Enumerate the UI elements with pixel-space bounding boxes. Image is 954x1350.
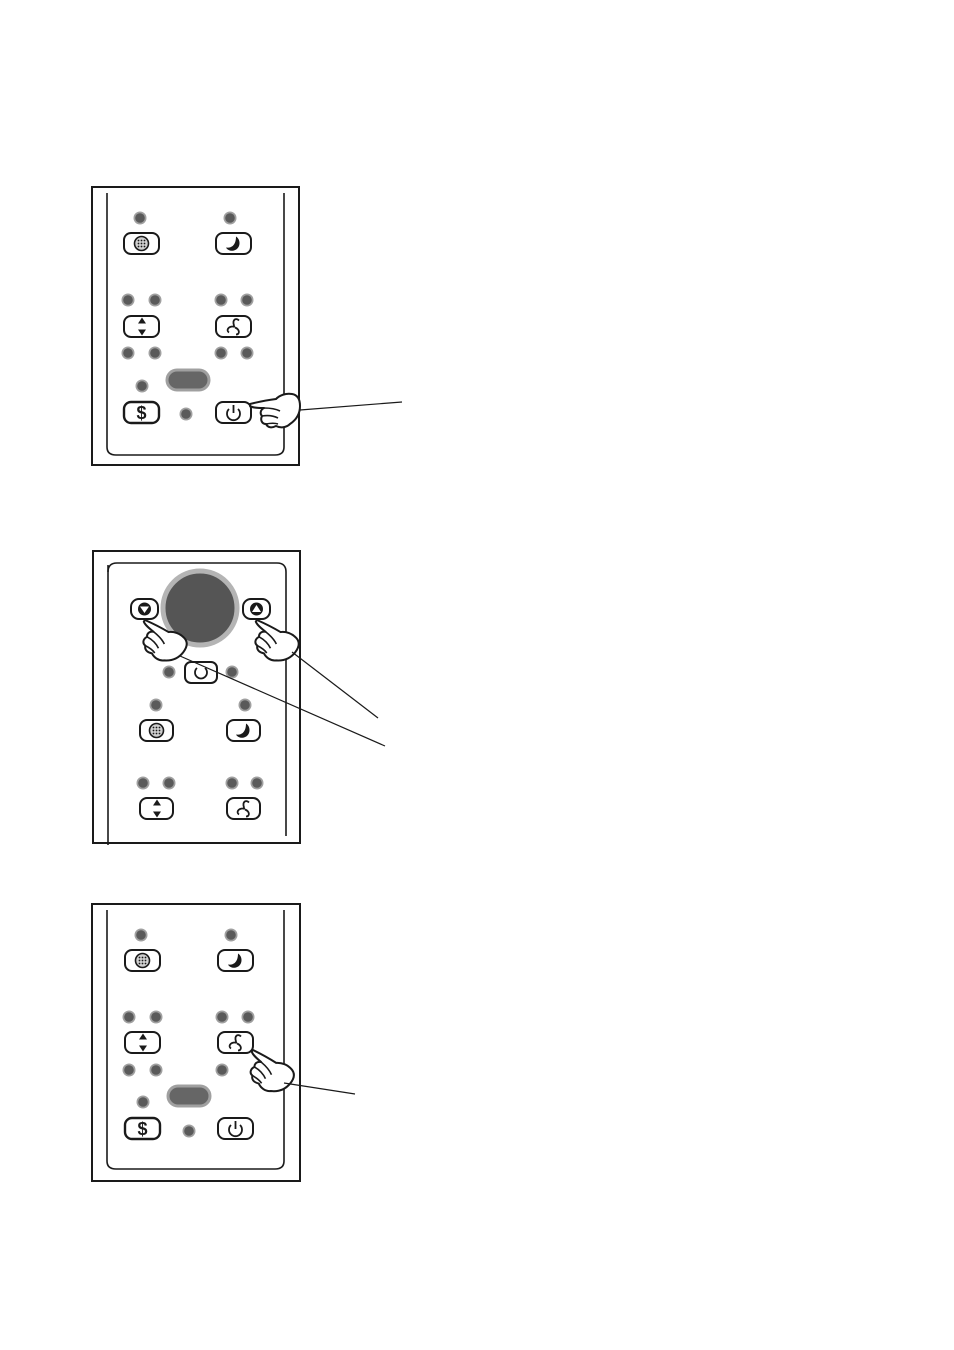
filter-icon <box>150 724 164 738</box>
temp-up-button[interactable] <box>243 599 270 619</box>
swing-led-4 <box>149 347 162 360</box>
swing-led-2 <box>149 294 162 307</box>
sleep-led <box>239 699 252 712</box>
control-panel-temperature <box>0 480 954 880</box>
swing-led-3 <box>123 1064 136 1077</box>
fan-led-2 <box>242 1011 255 1024</box>
swing-button[interactable] <box>125 1032 160 1053</box>
display-window <box>167 370 209 390</box>
fan-led-4 <box>241 347 254 360</box>
callout-line <box>292 652 378 718</box>
swing-led-4 <box>150 1064 163 1077</box>
fan-led-3 <box>216 1064 229 1077</box>
timer-led-1 <box>163 666 176 679</box>
filter-button[interactable] <box>125 950 160 971</box>
sleep-led <box>224 212 237 225</box>
sleep-button[interactable] <box>216 233 251 254</box>
dollar-icon: $ <box>136 403 146 423</box>
swing-led-3 <box>122 347 135 360</box>
control-panel-power: $ <box>0 0 954 480</box>
panel-power-drawing: $ <box>0 0 954 480</box>
fan-led-1 <box>215 294 228 307</box>
eco-button[interactable]: $ <box>125 1118 160 1139</box>
dollar-icon: $ <box>137 1119 147 1139</box>
sleep-button[interactable] <box>227 720 260 741</box>
swing-button[interactable] <box>140 798 173 819</box>
callout-line <box>300 402 402 410</box>
power-button[interactable] <box>218 1118 253 1139</box>
fan-speed-button[interactable] <box>216 316 251 337</box>
swing-button[interactable] <box>124 316 159 337</box>
swing-led-1 <box>123 1011 136 1024</box>
status-led <box>183 1125 196 1138</box>
filter-button[interactable] <box>124 233 159 254</box>
filter-icon <box>135 237 149 251</box>
fan-led-1 <box>216 1011 229 1024</box>
fan-led-3 <box>215 347 228 360</box>
filter-led <box>134 212 147 225</box>
eco-led <box>137 1096 150 1109</box>
swing-led-1 <box>122 294 135 307</box>
sleep-button[interactable] <box>218 950 253 971</box>
fan-led-2 <box>241 294 254 307</box>
swing-led-1 <box>137 777 150 790</box>
fan-speed-button[interactable] <box>227 798 260 819</box>
filter-led <box>135 929 148 942</box>
swing-led-2 <box>163 777 176 790</box>
control-panel-fan: $ <box>0 880 954 1350</box>
filter-led <box>150 699 163 712</box>
power-button[interactable] <box>216 402 251 423</box>
temp-down-button[interactable] <box>131 599 158 619</box>
filter-button[interactable] <box>140 720 173 741</box>
filter-icon <box>136 954 150 968</box>
sleep-led <box>225 929 238 942</box>
eco-button[interactable]: $ <box>124 402 159 423</box>
swing-led-2 <box>150 1011 163 1024</box>
fan-led-2 <box>251 777 264 790</box>
fan-speed-button[interactable] <box>218 1032 253 1053</box>
panel-temperature-drawing <box>0 480 954 880</box>
status-led <box>180 408 193 421</box>
eco-led <box>136 380 149 393</box>
panel-fan-drawing: $ <box>0 880 954 1350</box>
display-window <box>168 1086 210 1106</box>
panel-outer-frame <box>92 904 300 1181</box>
fan-led-1 <box>226 777 239 790</box>
